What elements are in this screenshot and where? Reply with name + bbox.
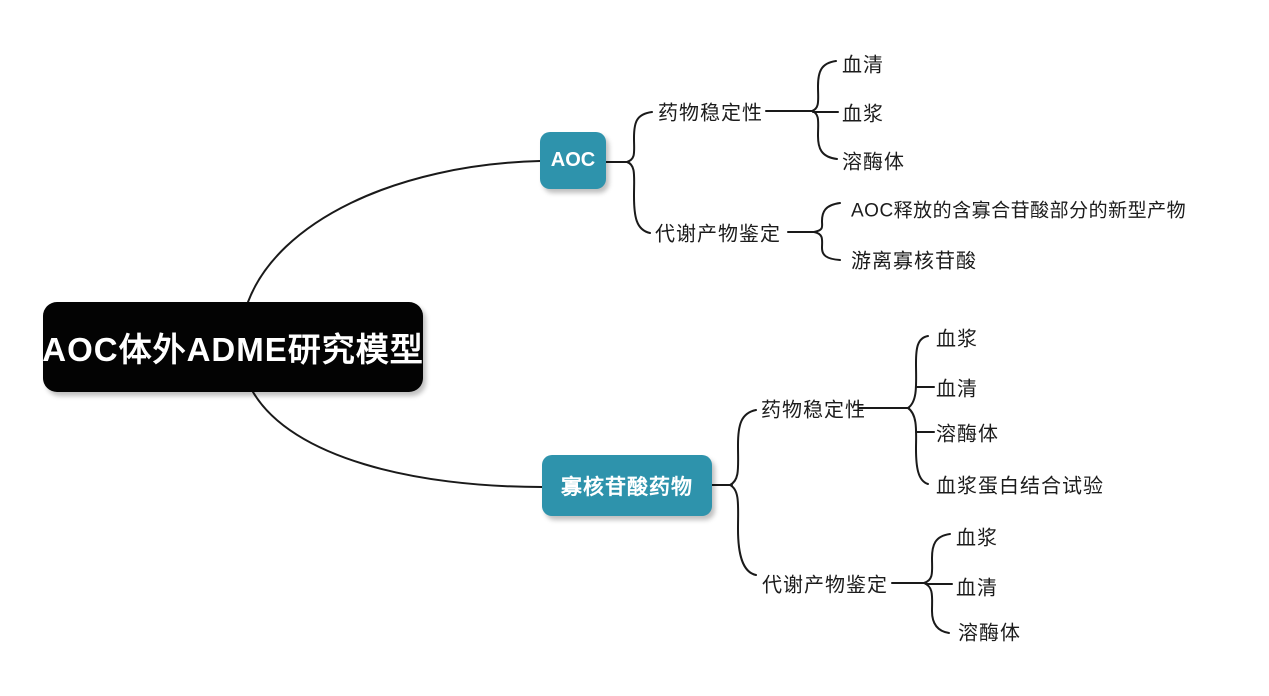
edge-root-oligo bbox=[252, 391, 543, 488]
brace-stability2 bbox=[906, 335, 929, 485]
leaf-serum-2[interactable]: 血清 bbox=[936, 378, 978, 401]
leaf-plasma-2[interactable]: 血浆 bbox=[936, 328, 978, 351]
leaf-lysosome-2[interactable]: 溶酶体 bbox=[936, 423, 999, 446]
root-topic[interactable]: AOC体外ADME研究模型 bbox=[42, 302, 423, 392]
leaf-aoc-released-products[interactable]: AOC释放的含寡合苷酸部分的新型产物 bbox=[851, 200, 1187, 222]
leaf-lysosome-1[interactable]: 溶酶体 bbox=[842, 151, 905, 174]
brace-metabolite1 bbox=[813, 202, 841, 261]
edge-root-aoc bbox=[247, 160, 541, 303]
leaf-plasma-1[interactable]: 血浆 bbox=[842, 103, 884, 126]
subtopic-metabolite-id-2[interactable]: 代谢产物鉴定 bbox=[762, 574, 888, 597]
subtopic-drug-stability-2[interactable]: 药物稳定性 bbox=[761, 399, 866, 422]
leaf-plasma-3[interactable]: 血浆 bbox=[956, 527, 998, 550]
branch-topic-aoc[interactable]: AOC bbox=[540, 132, 606, 189]
leaf-lysosome-3[interactable]: 溶酶体 bbox=[958, 622, 1021, 645]
brace-metabolite2 bbox=[920, 533, 951, 634]
leaf-serum-3[interactable]: 血清 bbox=[956, 577, 998, 600]
branch-topic-oligo[interactable]: 寡核苷酸药物 bbox=[542, 455, 712, 516]
leaf-serum-1[interactable]: 血清 bbox=[842, 54, 884, 77]
subtopic-drug-stability-1[interactable]: 药物稳定性 bbox=[658, 102, 763, 125]
leaf-free-oligonucleotide[interactable]: 游离寡核苷酸 bbox=[851, 250, 977, 273]
leaf-plasma-protein-binding[interactable]: 血浆蛋白结合试验 bbox=[936, 475, 1104, 498]
brace-oligo bbox=[727, 409, 757, 576]
brace-aoc bbox=[623, 111, 653, 234]
subtopic-metabolite-id-1[interactable]: 代谢产物鉴定 bbox=[655, 223, 781, 246]
brace-stability1 bbox=[809, 60, 838, 160]
